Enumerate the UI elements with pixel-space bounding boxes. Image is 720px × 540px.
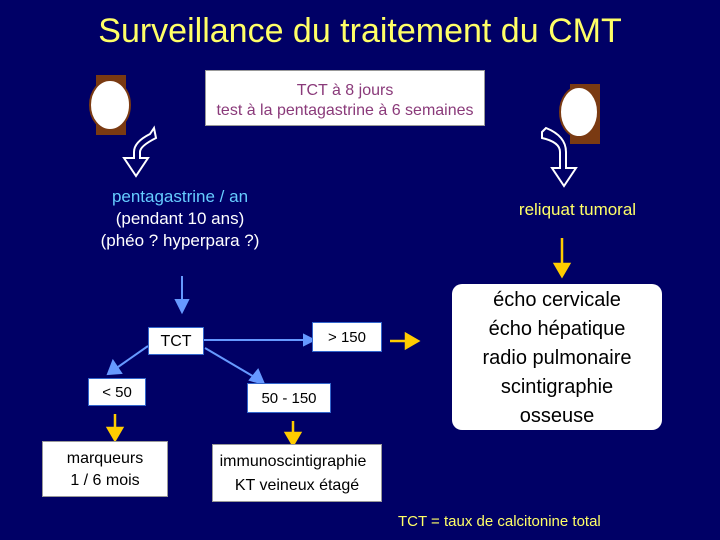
right-badge-icon bbox=[560, 84, 600, 144]
blue-arrows bbox=[108, 276, 314, 384]
immunoscintigraphy-box: immunoscintigraphie KT veineux étagé bbox=[212, 444, 382, 502]
left-branch-line2: (pendant 10 ans) bbox=[70, 208, 290, 230]
markers-line1: marqueurs bbox=[43, 448, 167, 470]
echo-line3: radio pulmonaire bbox=[452, 344, 662, 373]
imaging-box: écho cervicale écho hépatique radio pulm… bbox=[452, 284, 662, 430]
left-branch-line3: (phéo ? hyperpara ?) bbox=[70, 230, 290, 252]
tct-low-box: < 50 bbox=[88, 378, 146, 406]
tct-mid-box: 50 - 150 bbox=[247, 383, 331, 413]
left-branch-line1: pentagastrine / an bbox=[70, 186, 290, 208]
initial-tests-box: TCT à 8 jours test à la pentagastrine à … bbox=[205, 70, 485, 126]
footnote: TCT = taux de calcitonine total bbox=[398, 513, 698, 530]
immuno-line1: immunoscintigraphie bbox=[205, 450, 381, 474]
immuno-line2: KT veineux étagé bbox=[213, 474, 381, 498]
echo-line5: osseuse bbox=[452, 402, 662, 431]
echo-line1: écho cervicale bbox=[452, 286, 662, 315]
normal-follow-up-text: pentagastrine / an (pendant 10 ans) (phé… bbox=[70, 186, 290, 252]
tct-high-box: > 150 bbox=[312, 322, 382, 352]
echo-line4: scintigraphie bbox=[452, 373, 662, 402]
top-box-line2: test à la pentagastrine à 6 semaines bbox=[206, 101, 484, 121]
markers-line2: 1 / 6 mois bbox=[43, 470, 167, 492]
echo-line2: écho hépatique bbox=[452, 315, 662, 344]
curved-arrow-left-icon bbox=[124, 128, 156, 176]
top-box-line1: TCT à 8 jours bbox=[206, 81, 484, 101]
left-badge-icon bbox=[90, 75, 130, 135]
residual-tumor-label: reliquat tumoral bbox=[505, 200, 650, 220]
tct-box: TCT bbox=[148, 327, 204, 355]
markers-box: marqueurs 1 / 6 mois bbox=[42, 441, 168, 497]
